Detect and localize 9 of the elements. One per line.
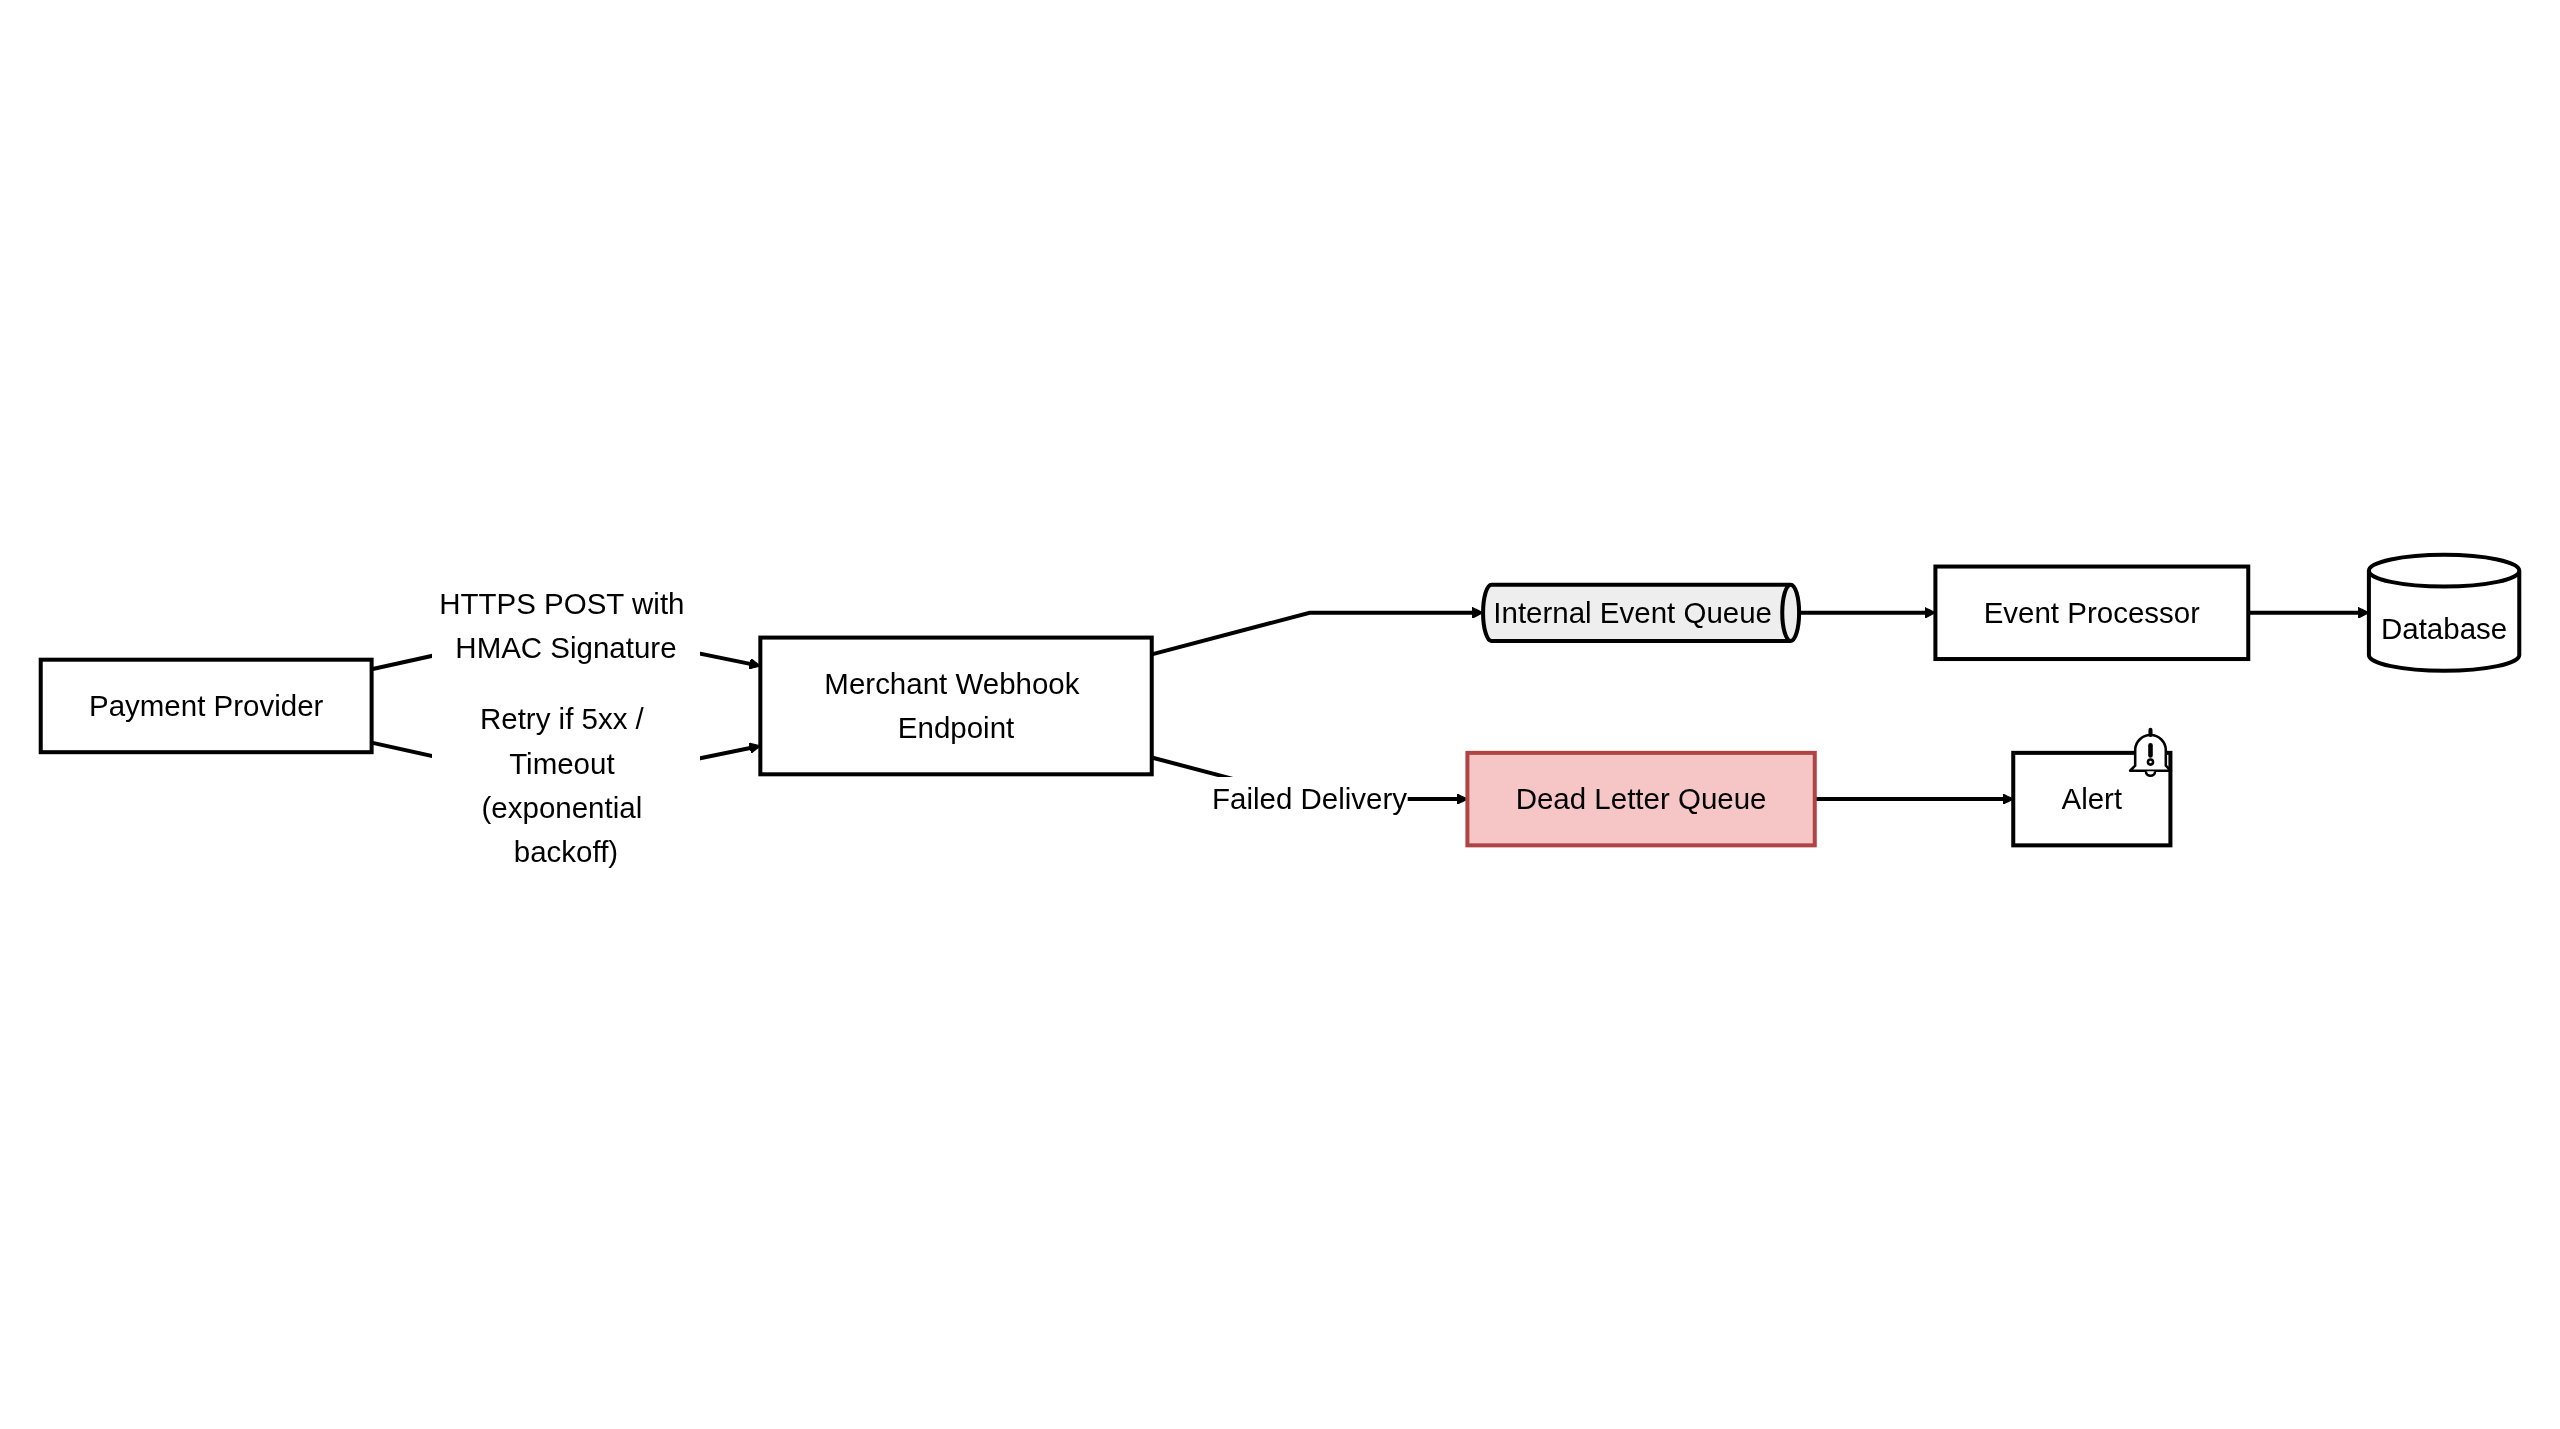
edge-label: HTTPS POST with HMAC Signature [439, 587, 685, 666]
edge-label: Failed Delivery [1212, 782, 1408, 816]
node-box: Alert [2011, 750, 2173, 848]
node-label: Internal Event Queue [1493, 596, 1773, 630]
edge-label: Retry if 5xx / Timeout (exponential backoff) [479, 702, 644, 869]
node-box: Payment Provider [38, 657, 374, 755]
node-box: Event Processor [1933, 564, 2251, 662]
node-box: Dead Letter Queue [1465, 750, 1817, 848]
node-box: Merchant Webhook Endpoint [758, 635, 1154, 777]
